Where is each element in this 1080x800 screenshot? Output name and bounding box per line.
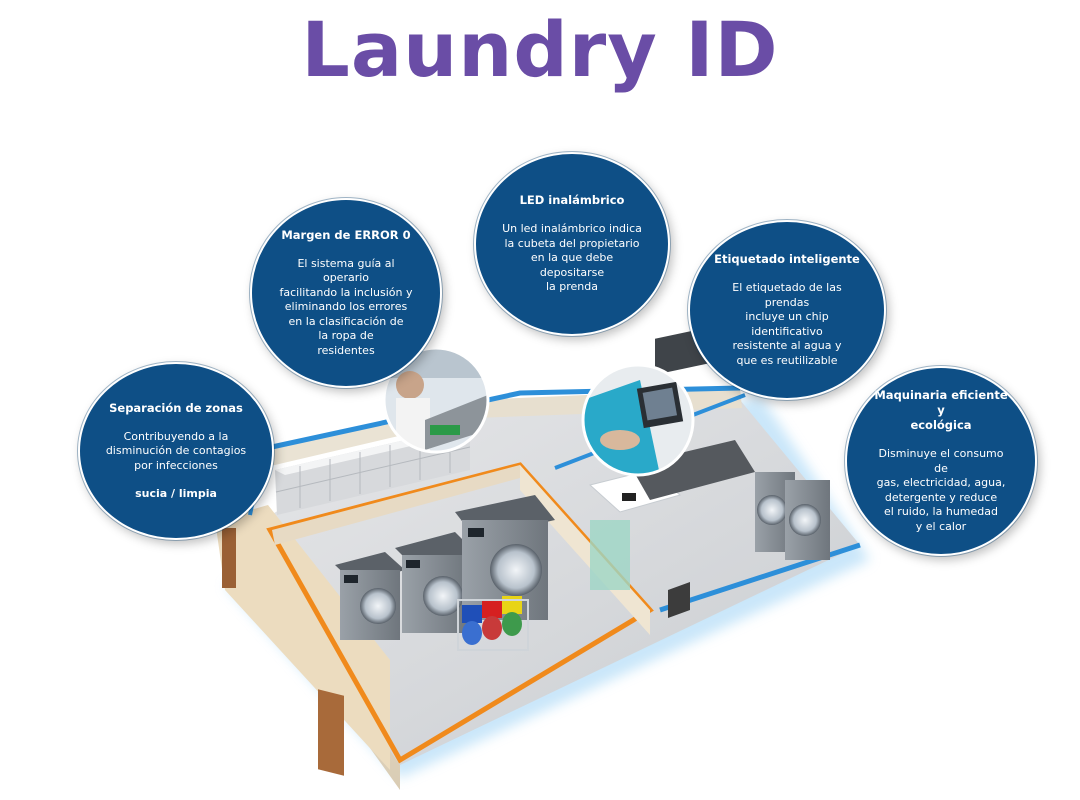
feature-body: Disminuye el consumo de gas, electricida…	[876, 447, 1006, 533]
feature-heading: Separación de zonas	[109, 400, 243, 415]
feature-bubble-smart-labeling: Etiquetado inteligente El etiquetado de …	[688, 220, 886, 400]
right-door	[668, 582, 690, 618]
feature-bubble-wireless-led: LED inalámbrico Un led inalámbrico indic…	[474, 152, 670, 336]
feature-bubble-error-zero: Margen de ERROR 0 El sistema guía al ope…	[250, 198, 442, 388]
sorting-bins-cart	[457, 596, 529, 651]
feature-bubble-zone-separation: Separación de zonas Contribuyendo a la d…	[78, 362, 274, 540]
feature-heading: Margen de ERROR 0	[281, 227, 411, 242]
feature-heading: LED inalámbrico	[519, 193, 625, 208]
page-title: Laundry ID	[301, 5, 779, 94]
feature-body: El etiquetado de las prendas incluye un …	[732, 281, 842, 367]
partition-wall	[520, 465, 650, 635]
feature-bubble-efficient-machinery: Maquinaria eficiente y ecológica Disminu…	[845, 366, 1037, 556]
washer-2	[395, 532, 475, 633]
glass-door	[590, 520, 630, 590]
washer-1	[335, 552, 405, 640]
feature-heading: Etiquetado inteligente	[714, 252, 860, 266]
feature-body: Un led inalámbrico indica la cubeta del …	[502, 222, 642, 294]
orange-zone-back-wall	[272, 465, 520, 545]
feature-extra: sucia / limpia	[135, 487, 217, 500]
feature-body: Contribuyendo a la disminución de contag…	[105, 429, 247, 472]
feature-body: El sistema guía al operario facilitando …	[279, 256, 413, 357]
left-door	[318, 689, 344, 776]
left-wall-face	[215, 505, 390, 770]
left-outer-door	[222, 528, 236, 588]
tagging-device-photo	[581, 363, 695, 477]
feature-heading: Maquinaria eficiente y ecológica	[874, 388, 1008, 432]
dryer-2	[785, 480, 830, 560]
